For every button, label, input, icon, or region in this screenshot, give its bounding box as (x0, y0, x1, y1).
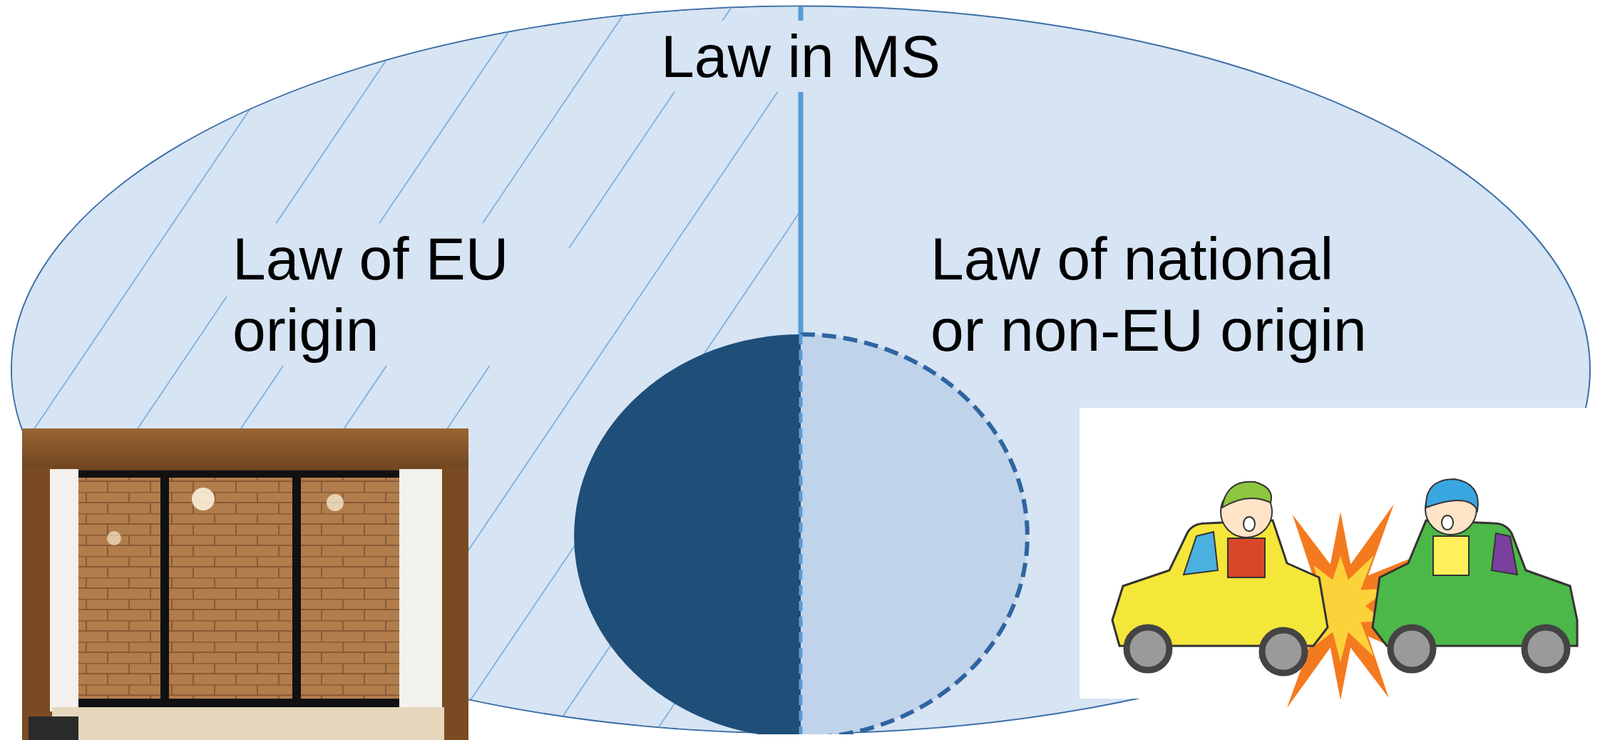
driver-mouth (1243, 516, 1255, 532)
light-reflection (191, 487, 215, 511)
window-frame (292, 470, 301, 706)
wheel (1524, 627, 1568, 671)
dashed-divider (799, 334, 803, 735)
driver-hair (1426, 479, 1479, 511)
region-text: Law of national or non-EU origin (930, 223, 1394, 366)
window-frame (57, 698, 414, 708)
wheel (1262, 630, 1305, 674)
valance (22, 428, 469, 470)
overlap-half-eu (573, 334, 801, 735)
wheel (1390, 627, 1434, 671)
car-crash-cartoon (1079, 407, 1600, 709)
photo-ground (22, 428, 469, 740)
driver-hair (1222, 481, 1272, 508)
driver (1227, 538, 1265, 578)
driver-mouth (1441, 515, 1454, 530)
curtain (442, 467, 469, 740)
curtain (49, 469, 79, 712)
region-text: Law of EU origin (226, 223, 569, 366)
overlap-half-national (800, 334, 1028, 735)
window-frame (160, 470, 169, 706)
curtain (22, 467, 53, 740)
sill (52, 707, 445, 740)
window-photo (22, 428, 469, 740)
region-label: Law of EU origin (226, 223, 569, 366)
light-reflection (106, 531, 122, 546)
wheel (1126, 627, 1170, 671)
car-window (1183, 531, 1218, 575)
dashed-outline (800, 334, 1028, 735)
curtain (399, 469, 444, 712)
furniture (28, 716, 79, 740)
car-window (1491, 533, 1518, 575)
region-label: Law of national or non-EU origin (930, 223, 1394, 366)
title-text: Law in MS (655, 20, 947, 92)
driver (1433, 536, 1469, 576)
window-frame (57, 470, 414, 478)
light-reflection (326, 494, 344, 512)
brick-wall (57, 472, 414, 704)
